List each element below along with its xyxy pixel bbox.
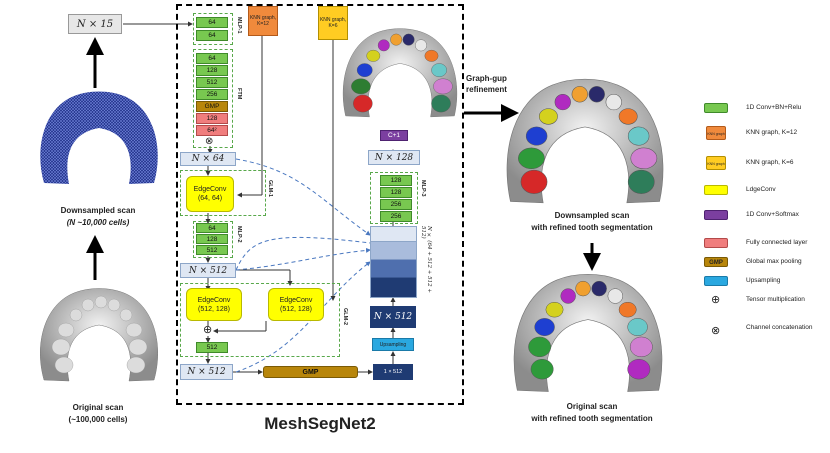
ftm-layer-2: 128 <box>196 65 228 76</box>
mlp1-layer-1: 64 <box>196 17 228 28</box>
mlp3-frame <box>370 172 418 224</box>
tag-n512-c: N × 512 <box>370 306 416 328</box>
mlp2-layer-2: 128 <box>196 234 228 244</box>
downsampled-caption-1: Downsampled scan <box>60 206 136 215</box>
mlp3-layer-1: 128 <box>380 175 412 186</box>
downsampled-caption-2: (N ~10,000 cells) <box>66 218 130 227</box>
legend-label-knn6: KNN graph, K=6 <box>746 159 794 166</box>
glm2-edgeconv-a-label: EdgeConv <box>197 296 231 304</box>
concat-seg-3 <box>371 260 416 278</box>
legend-swatch-edgeconv <box>704 185 728 195</box>
mlp1-layer-2: 64 <box>196 30 228 41</box>
upsampling-block: Upsampling <box>372 338 414 351</box>
legend-label-knn12: KNN graph, K=12 <box>746 129 798 136</box>
graph-cut-label-1: Graph-gup <box>466 74 507 83</box>
gmp-bar: GMP <box>263 366 358 378</box>
glm1-edgeconv-dims: (64, 64) <box>197 195 223 202</box>
tag-n512-b: N × 512 <box>180 364 233 380</box>
legend-label-softmax: 1D Conv+Softmax <box>746 211 799 218</box>
mlp2-layer-3: 512 <box>196 245 228 255</box>
legend-label-edgeconv: LdgeConv <box>746 186 776 193</box>
glm1-edgeconv: EdgeConv (64, 64) <box>186 176 234 212</box>
legend-label-gmp: Global max pooling <box>746 258 802 265</box>
concat-label: N × (64 + 512 + 512 + 512) <box>420 226 432 294</box>
glm1-label: GLM-1 <box>267 180 273 198</box>
legend-swatch-knn6: KNN graph <box>706 156 726 170</box>
legend-swatch-conv <box>704 103 728 113</box>
legend-swatch-fc <box>704 238 728 248</box>
glm2-label: GLM-2 <box>342 308 348 326</box>
tag-n64: N × 64 <box>180 152 236 166</box>
legend-label-tensor-mult: Tensor multiplication <box>746 296 805 303</box>
network-title: MeshSegNet2 <box>264 414 376 433</box>
channel-concat-icon: ⊗ <box>205 136 214 147</box>
mlp2-label: MLP-2 <box>236 226 242 243</box>
concat-seg-4 <box>371 278 416 297</box>
mlp2-layer-1: 64 <box>196 223 228 233</box>
original-caption-2: (~100,000 cells) <box>68 415 128 424</box>
mlp3-label: MLP-3 <box>420 180 426 197</box>
glm2-output: 512 <box>196 342 228 353</box>
concat-stack <box>370 226 417 298</box>
graph-cut-label: Graph-gup refinement <box>466 73 536 95</box>
ftm-layer-3: 512 <box>196 77 228 88</box>
tag-n128: N × 128 <box>368 150 420 165</box>
ftm-label: FTM <box>236 88 242 100</box>
refined-caption-1: Downsampled scan <box>554 211 630 220</box>
refined-downsampled-mesh <box>506 78 664 204</box>
ftm-frame <box>193 49 233 148</box>
ftm-fc-1: 128 <box>196 113 228 124</box>
graph-cut-label-2: refinement <box>466 85 507 94</box>
input-tag: N × 15 <box>68 14 122 34</box>
ftm-layer-1: 64 <box>196 53 228 64</box>
vector-1x512: 1 × 512 <box>373 364 413 380</box>
glm2-edgeconv-a: EdgeConv (512, 128) <box>186 288 242 321</box>
glm1-edgeconv-label: EdgeConv <box>193 186 227 193</box>
refined-original-caption-1: Original scan <box>566 402 618 411</box>
downsampled-mesh-image <box>40 91 158 184</box>
legend-label-conv: 1D Conv+BN+Relu <box>746 104 802 111</box>
glm1-frame <box>180 170 266 216</box>
tag-n512-a: N × 512 <box>180 263 236 278</box>
ftm-gmp: GMP <box>196 101 228 112</box>
legend-label-channel-concat: Channel concatenation <box>746 324 813 331</box>
legend-tensor-mult-icon: ⊕ <box>711 294 721 306</box>
glm2-frame <box>180 283 340 357</box>
ftm-layer-4: 256 <box>196 89 228 100</box>
glm2-edgeconv-b-label: EdgeConv <box>279 296 313 304</box>
legend-swatch-gmp: GMP <box>704 257 728 267</box>
mlp1-frame <box>193 13 233 45</box>
knn12-block: KNN graph, K=12 <box>248 6 278 36</box>
mlp3-layer-4: 256 <box>380 211 412 222</box>
network-frame <box>176 4 464 405</box>
concat-seg-2 <box>371 242 416 260</box>
segmented-mesh-raw <box>342 28 458 118</box>
refined-original-mesh <box>513 274 663 392</box>
mlp3-layer-3: 256 <box>380 199 412 210</box>
glm2-edgeconv-b: EdgeConv (512, 128) <box>268 288 324 321</box>
legend-channel-concat-icon: ⊗ <box>711 325 721 337</box>
legend-swatch-knn12: KNN graph <box>706 126 726 140</box>
mlp2-frame <box>193 221 233 258</box>
ftm-fc-2: 64² <box>196 125 228 136</box>
refined-original-caption-2: with refined tooth segmentation <box>531 414 653 423</box>
mlp1-label: MLP-1 <box>236 17 242 34</box>
softmax-output: C+1 <box>380 130 408 141</box>
mlp3-layer-2: 128 <box>380 187 412 198</box>
legend-swatch-softmax <box>704 210 728 220</box>
original-mesh-image <box>40 288 158 382</box>
knn6-block: KNN graph, K=6 <box>318 6 348 40</box>
glm2-edgeconv-b-dims: (512, 128) <box>280 305 312 313</box>
legend-swatch-upsampling <box>704 276 728 286</box>
glm2-edgeconv-a-dims: (512, 128) <box>198 305 230 313</box>
original-caption-1: Original scan <box>72 403 124 412</box>
concat-seg-1 <box>371 227 416 242</box>
refined-caption-2: with refined tooth segmentation <box>531 223 653 232</box>
legend-label-fc: Fully connected layer <box>746 239 808 246</box>
legend-label-upsampling: Upsampling <box>746 277 781 284</box>
tensor-mult-icon: ⊕ <box>203 324 213 336</box>
